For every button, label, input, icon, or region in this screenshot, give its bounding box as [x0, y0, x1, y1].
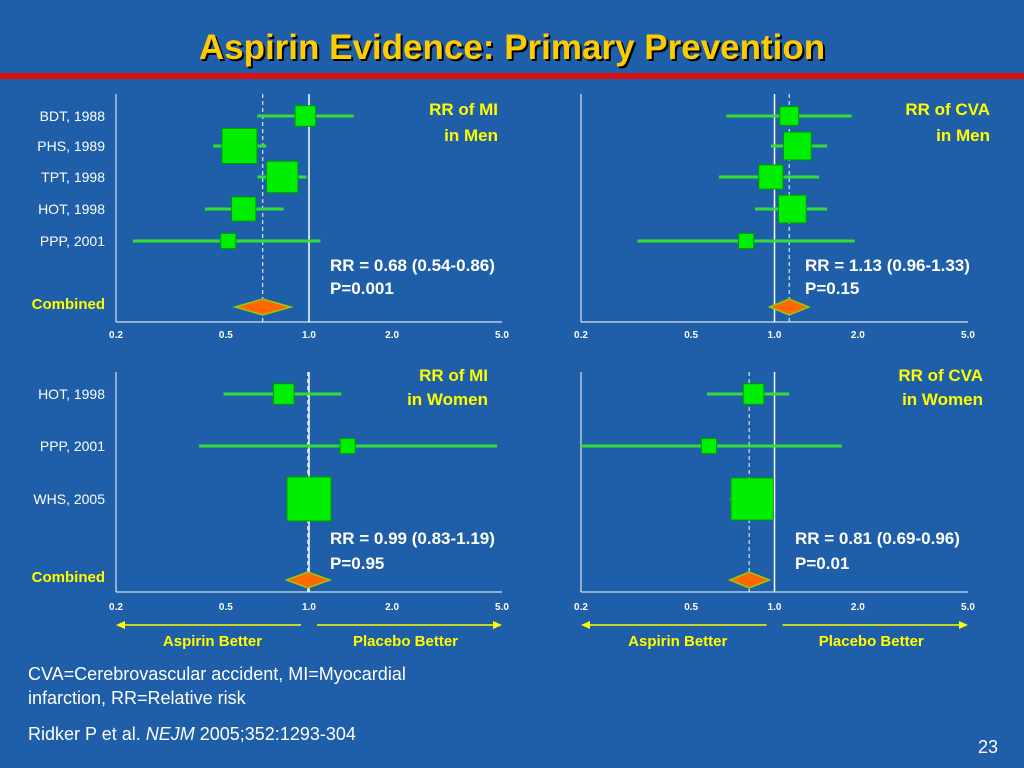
panel-subtitle: in Women — [902, 390, 983, 409]
study-marker — [221, 128, 258, 164]
study-label: HOT, 1998 — [38, 386, 105, 402]
x-tick-label: 0.5 — [219, 330, 233, 341]
placebo-better-label: Placebo Better — [353, 633, 458, 650]
study-marker — [783, 131, 812, 161]
title-divider — [0, 73, 1024, 79]
placebo-better-label: Placebo Better — [819, 633, 924, 650]
study-label: PHS, 1989 — [37, 138, 105, 154]
study-marker — [730, 477, 774, 521]
combined-label: Combined — [32, 569, 105, 586]
x-tick-label: 2.0 — [851, 330, 865, 341]
x-tick-label: 0.5 — [684, 330, 698, 341]
x-tick-label: 1.0 — [302, 602, 316, 613]
study-marker — [294, 105, 317, 127]
study-marker — [779, 106, 800, 126]
x-tick-label: 5.0 — [495, 602, 509, 613]
panel-title: RR of MI — [429, 100, 498, 119]
reference: Ridker P et al. NEJM 2005;352:1293-304 — [28, 724, 356, 745]
summary-rr: RR = 0.68 (0.54-0.86) — [330, 256, 495, 275]
study-marker — [758, 164, 784, 190]
study-marker — [700, 437, 718, 455]
footnote-line-2: infarction, RR=Relative risk — [28, 688, 246, 708]
x-tick-label: 0.2 — [109, 330, 123, 341]
x-tick-label: 0.2 — [109, 602, 123, 613]
x-tick-label: 2.0 — [851, 602, 865, 613]
placebo-arrow-head — [959, 621, 968, 629]
x-tick-label: 2.0 — [385, 330, 399, 341]
study-label: PPP, 2001 — [40, 438, 105, 454]
study-label: BDT, 1988 — [40, 108, 106, 124]
summary-p: P=0.15 — [805, 279, 859, 298]
panel-title: RR of CVA — [905, 100, 990, 119]
x-tick-label: 1.0 — [768, 330, 782, 341]
study-marker — [738, 232, 755, 250]
study-marker — [231, 196, 257, 222]
x-tick-label: 0.2 — [574, 602, 588, 613]
combined-diamond — [232, 298, 294, 316]
study-marker — [777, 194, 807, 224]
panel-subtitle: in Men — [444, 126, 498, 145]
reference-suffix: 2005;352:1293-304 — [194, 724, 356, 744]
placebo-arrow-head — [493, 621, 502, 629]
panel-subtitle: in Women — [407, 390, 488, 409]
page-number: 23 — [977, 737, 998, 757]
summary-rr: RR = 1.13 (0.96-1.33) — [805, 256, 970, 275]
slide-title: Aspirin Evidence: Primary Prevention — [198, 28, 826, 67]
study-label: PPP, 2001 — [40, 233, 105, 249]
reference-prefix: Ridker P et al. — [28, 724, 146, 744]
study-label: TPT, 1998 — [41, 169, 105, 185]
summary-p: P=0.01 — [795, 554, 849, 573]
panel-title: RR of CVA — [898, 366, 983, 385]
footnote-line-1: CVA=Cerebrovascular accident, MI=Myocard… — [28, 664, 406, 684]
combined-diamond — [727, 571, 772, 589]
x-tick-label: 0.2 — [574, 330, 588, 341]
aspirin-arrow-head — [581, 621, 590, 629]
study-marker — [742, 383, 765, 405]
study-marker — [272, 383, 295, 405]
x-tick-label: 2.0 — [385, 602, 399, 613]
study-marker — [220, 232, 237, 250]
summary-p: P=0.001 — [330, 279, 394, 298]
aspirin-better-label: Aspirin Better — [628, 633, 727, 650]
panel-subtitle: in Men — [936, 126, 990, 145]
x-tick-label: 5.0 — [495, 330, 509, 341]
combined-diamond — [284, 571, 333, 589]
study-marker — [339, 437, 356, 455]
combined-label: Combined — [32, 296, 105, 313]
combined-diamond — [767, 298, 811, 316]
study-label: WHS, 2005 — [33, 491, 105, 507]
aspirin-arrow-head — [116, 621, 125, 629]
panel-title: RR of MI — [419, 366, 488, 385]
summary-p: P=0.95 — [330, 554, 384, 573]
x-tick-label: 5.0 — [961, 602, 975, 613]
summary-rr: RR = 0.81 (0.69-0.96) — [795, 529, 960, 548]
study-marker — [286, 476, 332, 522]
x-tick-label: 5.0 — [961, 330, 975, 341]
summary-rr: RR = 0.99 (0.83-1.19) — [330, 529, 495, 548]
x-tick-label: 1.0 — [768, 602, 782, 613]
reference-journal: NEJM — [145, 724, 195, 744]
x-tick-label: 0.5 — [684, 602, 698, 613]
x-tick-label: 0.5 — [219, 602, 233, 613]
study-label: HOT, 1998 — [38, 201, 105, 217]
study-marker — [266, 160, 299, 194]
x-tick-label: 1.0 — [302, 330, 316, 341]
aspirin-better-label: Aspirin Better — [163, 633, 262, 650]
